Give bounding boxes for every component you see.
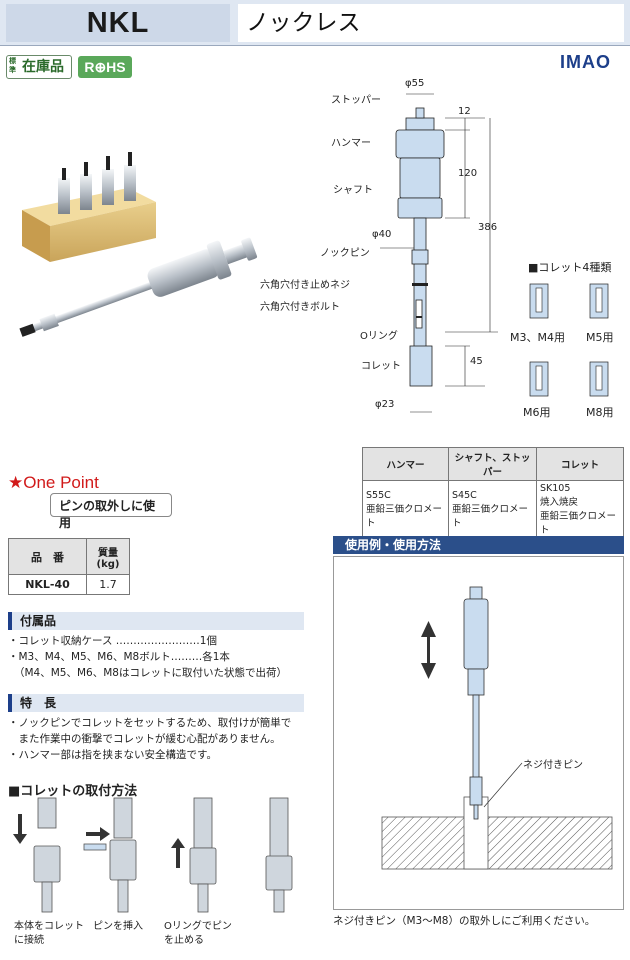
material-table: ハンマー シャフト、ストッパー コレット S55C 亜鉛三価クロメート S45C… xyxy=(362,447,624,539)
stock-badge-label: 在庫品 xyxy=(22,59,64,75)
stock-badge: 標準 在庫品 xyxy=(6,55,72,79)
hammer-shape xyxy=(395,129,445,159)
dim-top-diameter: φ55 xyxy=(405,78,425,89)
accessories-line: （M4、M5、M6、M8はコレットに取付いた状態で出荷） xyxy=(14,667,287,679)
label-set-screw: 六角穴付き止めネジ xyxy=(260,280,350,291)
stopper-shape xyxy=(405,117,435,131)
material-header-collet: コレット xyxy=(536,447,624,481)
dim-top-height: 12 xyxy=(458,106,471,117)
product-code: NKL xyxy=(6,4,230,42)
material-cell: S45C 亜鉛三価クロメート xyxy=(448,480,537,539)
collet-types-title: ■コレット4種類 xyxy=(528,261,612,274)
mounting-steps-drawing xyxy=(13,797,293,913)
case-side xyxy=(22,210,50,262)
material-cell: SK105 焼入焼戻 亜鉛三価クロメート xyxy=(536,480,624,539)
label-knock-pin: ノックピン xyxy=(320,248,370,259)
label-hex-bolt: 六角穴付きボルト xyxy=(260,302,340,313)
spec-cell-part: NKL-40 xyxy=(8,574,87,595)
label-stopper: ストッパー xyxy=(331,95,381,106)
dim-total-height: 386 xyxy=(478,222,498,233)
product-name: ノックレス xyxy=(238,4,624,42)
brand-logo: IMAO xyxy=(560,52,611,72)
spec-header-part: 品 番 xyxy=(8,538,87,575)
dim-hammer-height: 120 xyxy=(458,168,478,179)
features-line: ・ハンマー部は指を挟まない安全構造です。 xyxy=(8,749,217,761)
collet-types-drawing xyxy=(529,283,609,397)
one-point-box: ピンの取外しに使用 xyxy=(50,493,172,530)
collet-shape xyxy=(409,345,433,387)
collet-type-m3m4: M3、M4用 xyxy=(510,331,565,344)
mounting-step-3: Oリングでピン を止める xyxy=(164,921,232,946)
usage-caption: ネジ付きピン（M3〜M8）の取外しにご利用ください。 xyxy=(333,915,596,927)
case-front xyxy=(50,202,156,262)
knockless-tool xyxy=(19,237,258,337)
accessories-title: 付属品 xyxy=(8,612,304,630)
usage-frame xyxy=(333,556,624,910)
stock-badge-small: 標準 xyxy=(9,57,16,74)
product-photo xyxy=(19,152,258,337)
shaft-shape xyxy=(413,217,427,359)
mounting-step-2: ピンを挿入 xyxy=(93,921,143,932)
collets-in-case xyxy=(58,152,136,214)
accessories-line: ・M3、M4、M5、M6、M8ボルト………各1本 xyxy=(8,651,230,663)
features-title: 特 長 xyxy=(8,694,304,712)
dim-collet-height: 45 xyxy=(470,356,483,367)
label-shaft: シャフト xyxy=(333,185,373,196)
collet-type-m5: M5用 xyxy=(586,331,614,344)
spec-table: 品 番 質量 (kg) NKL-40 1.7 xyxy=(8,538,130,595)
material-header-hammer: ハンマー xyxy=(362,447,449,481)
accessories-line: ・コレット収納ケース ……………………1個 xyxy=(8,635,217,647)
collet-type-m6: M6用 xyxy=(523,406,551,419)
mounting-title: ■コレットの取付方法 xyxy=(8,784,138,799)
spec-cell-mass: 1.7 xyxy=(86,574,130,595)
usage-title: 使用例・使用方法 xyxy=(333,536,624,554)
rohs-badge: R⊕HS xyxy=(78,56,132,78)
dim-collet-diameter: φ23 xyxy=(375,399,395,410)
technical-drawing xyxy=(380,93,498,413)
features-line: また作業中の衝撃でコレットが緩む心配がありません。 xyxy=(8,733,281,745)
label-hammer: ハンマー xyxy=(331,138,371,149)
label-o-ring: Oリング xyxy=(360,331,398,342)
mounting-step-1: 本体をコレット に接続 xyxy=(14,921,84,946)
one-point-title: ★One Point xyxy=(8,473,99,492)
usage-label: ネジ付きピン xyxy=(523,760,583,771)
material-header-shaft: シャフト、ストッパー xyxy=(448,447,537,481)
usage-drawing xyxy=(381,586,613,870)
label-collet: コレット xyxy=(361,361,401,372)
collet-type-m8: M8用 xyxy=(586,406,614,419)
dim-shaft-diameter: φ40 xyxy=(372,229,392,240)
features-line: ・ノックピンでコレットをセットするため、取付けが簡単で xyxy=(8,717,292,729)
material-cell: S55C 亜鉛三価クロメート xyxy=(362,480,449,539)
spec-header-mass: 質量 (kg) xyxy=(86,538,130,575)
